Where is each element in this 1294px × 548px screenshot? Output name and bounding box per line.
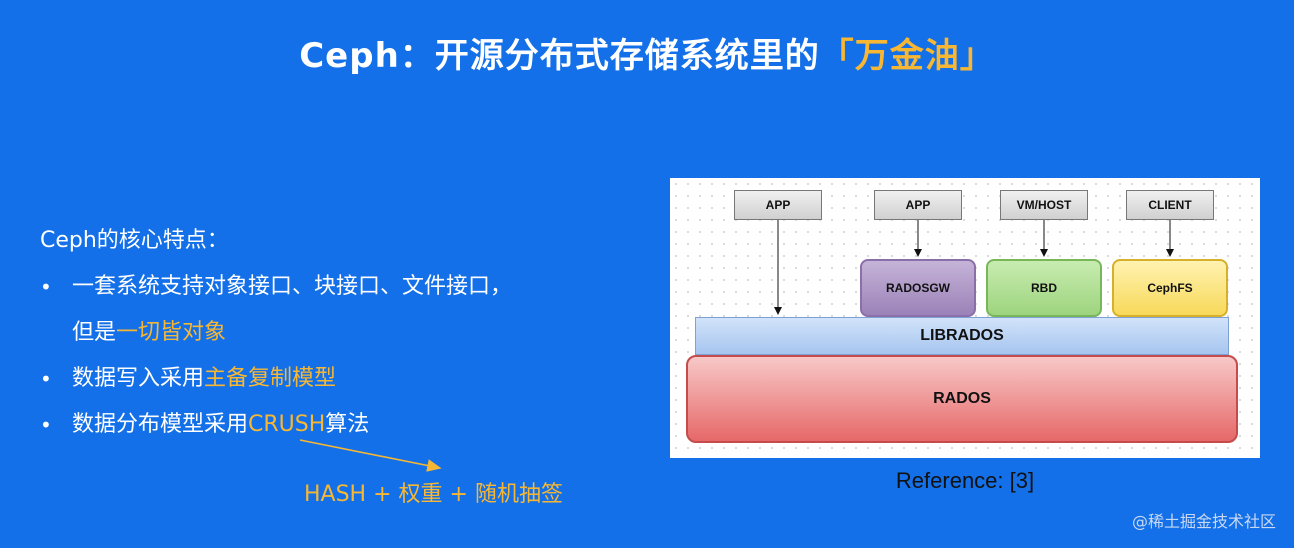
client-box: CLIENT bbox=[1126, 190, 1214, 220]
vm-host-box: VM/HOST bbox=[1000, 190, 1088, 220]
feature-item-interfaces-text: 一套系统支持对象接口、块接口、文件接口， bbox=[72, 274, 513, 299]
feature-item-replication-highlight: 主备复制模型 bbox=[204, 366, 337, 391]
cephfs-box: CephFS bbox=[1112, 259, 1228, 317]
slide-title: Ceph：开源分布式存储系统里的「万金油」 bbox=[0, 28, 1294, 77]
watermark: @稀土掘金技术社区 bbox=[1131, 512, 1276, 531]
feature-item-distribution-highlight: CRUSH bbox=[248, 412, 326, 437]
rbd-box: RBD bbox=[986, 259, 1102, 317]
radosgw-box: RADOSGW bbox=[860, 259, 976, 317]
librados-layer: LIBRADOS bbox=[695, 317, 1229, 355]
reference-caption: Reference: [3] bbox=[895, 468, 1035, 493]
feature-item-interfaces-prefix: 但是 bbox=[72, 320, 117, 345]
feature-item-interfaces: 一套系统支持对象接口、块接口、文件接口， 但是一切皆对象 bbox=[40, 264, 600, 356]
feature-list: Ceph的核心特点： 一套系统支持对象接口、块接口、文件接口， 但是一切皆对象 … bbox=[40, 218, 600, 448]
feature-item-distribution-prefix: 数据分布模型采用 bbox=[72, 412, 249, 437]
feature-item-distribution: 数据分布模型采用CRUSH算法 bbox=[40, 402, 600, 448]
app-box-1: APP bbox=[734, 190, 822, 220]
ceph-architecture-diagram: APP APP VM/HOST CLIENT RADOSGW RBD CephF… bbox=[670, 178, 1260, 458]
feature-item-replication: 数据写入采用主备复制模型 bbox=[40, 356, 600, 402]
feature-item-replication-prefix: 数据写入采用 bbox=[72, 366, 205, 391]
features-lead: Ceph的核心特点： bbox=[40, 228, 229, 253]
crush-formula: HASH + 权重 + 随机抽签 bbox=[304, 482, 563, 507]
diagram-arrows bbox=[774, 220, 1174, 315]
app-box-2: APP bbox=[874, 190, 962, 220]
feature-item-distribution-suffix: 算法 bbox=[325, 412, 370, 437]
title-main: Ceph：开源分布式存储系统里的 bbox=[299, 36, 820, 76]
title-highlight: 「万金油」 bbox=[819, 36, 995, 76]
rados-layer: RADOS bbox=[686, 355, 1238, 443]
feature-item-interfaces-highlight: 一切皆对象 bbox=[116, 320, 227, 345]
